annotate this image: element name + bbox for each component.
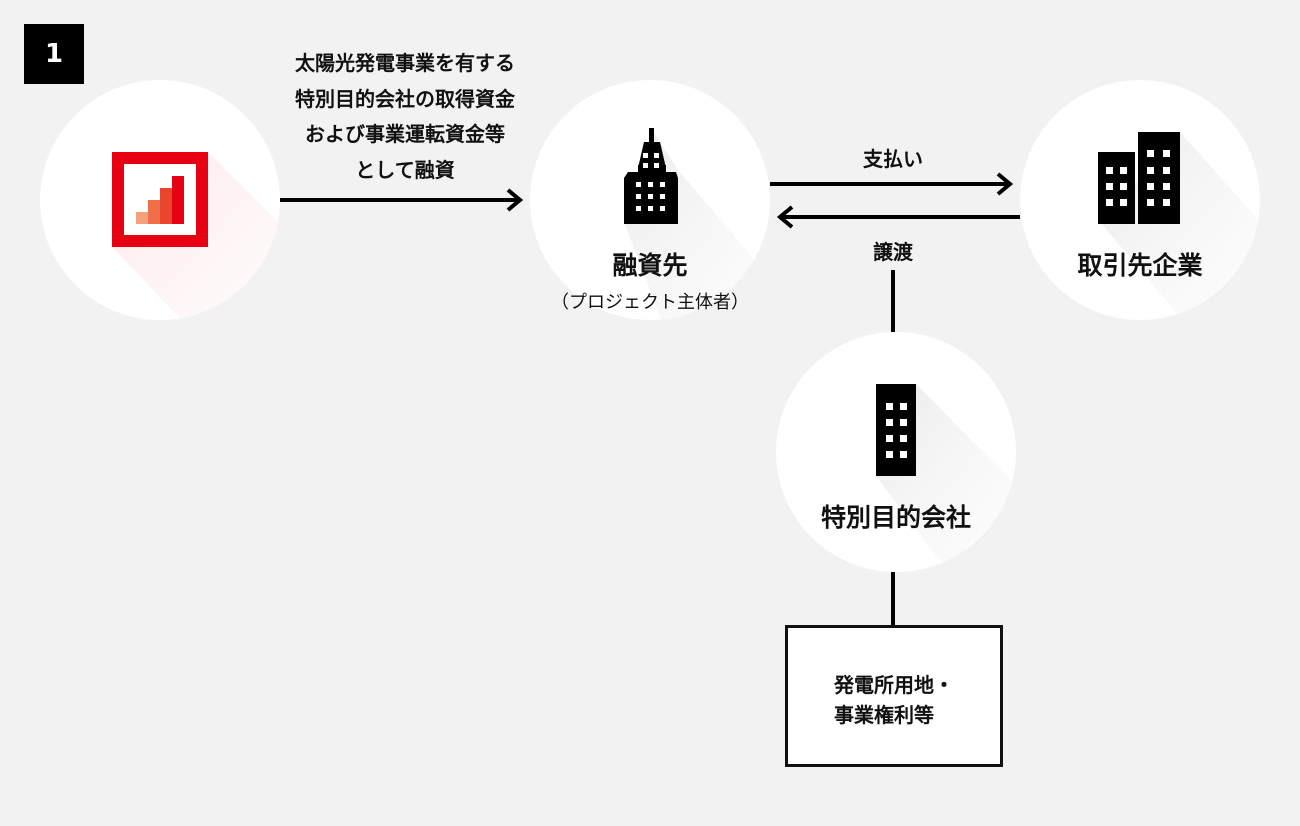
borrower-label: 融資先 bbox=[612, 251, 688, 280]
payment-arrow bbox=[770, 172, 1014, 196]
bank-logo-icon bbox=[112, 152, 208, 247]
asset-box: 発電所用地・ 事業権利等 bbox=[785, 625, 1003, 767]
counterparty-label: 取引先企業 bbox=[1077, 251, 1203, 280]
payment-label: 支払い bbox=[863, 147, 923, 171]
transfer-label: 譲渡 bbox=[873, 240, 913, 264]
loan-label: 太陽光発電事業を有する 特別目的会社の取得資金 および事業運転資金等 として融資 bbox=[295, 46, 515, 188]
loan-arrow bbox=[280, 188, 524, 212]
loan-label-line: 特別目的会社の取得資金 bbox=[295, 86, 515, 111]
step-number-badge: 1 bbox=[24, 24, 84, 84]
tower-building-icon bbox=[624, 128, 678, 224]
borrower-sublabel: （プロジェクト主体者） bbox=[551, 292, 749, 313]
office-buildings-icon bbox=[1098, 132, 1180, 224]
asset-box-line: 発電所用地・ bbox=[834, 673, 954, 697]
spc-label: 特別目的会社 bbox=[820, 503, 972, 532]
transfer-arrow bbox=[776, 205, 1020, 229]
building-icon bbox=[876, 384, 916, 476]
loan-label-line: 太陽光発電事業を有する bbox=[295, 51, 515, 75]
loan-label-line: および事業運転資金等 bbox=[305, 122, 505, 146]
loan-label-line: として融資 bbox=[355, 157, 455, 182]
asset-box-line: 事業権利等 bbox=[834, 703, 934, 727]
